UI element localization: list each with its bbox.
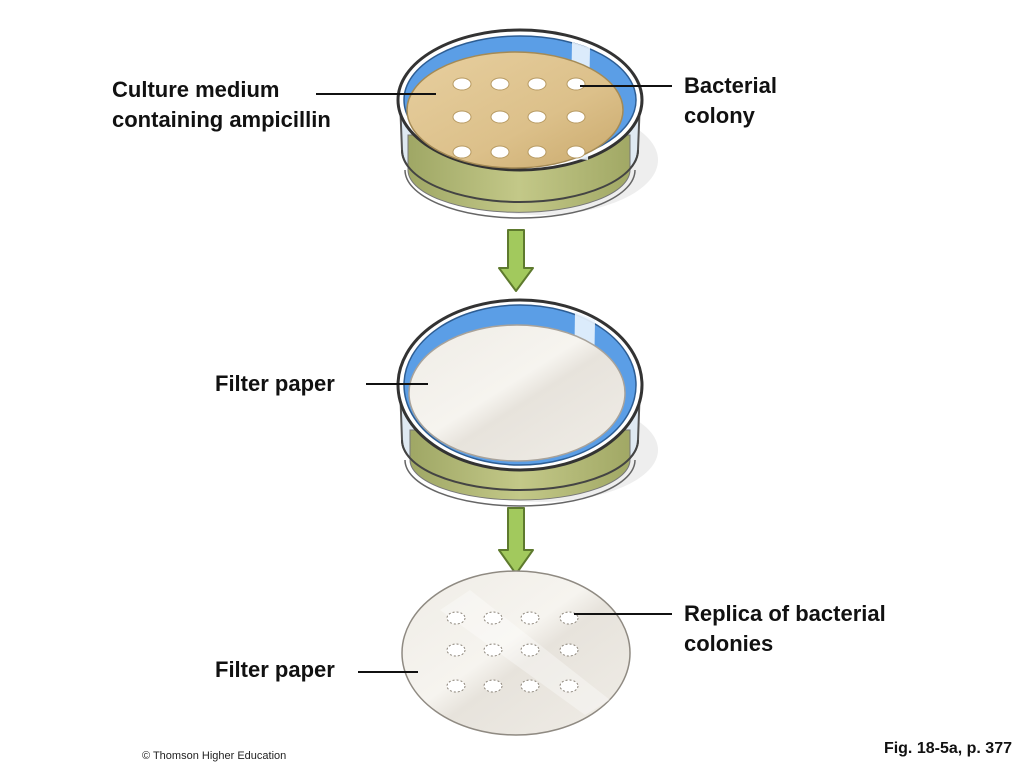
down-arrow-icon — [498, 507, 534, 575]
label-culture-medium: Culture medium containing ampicillin — [112, 75, 331, 135]
petri-dish-culture — [396, 28, 658, 219]
filter-paper-disc — [408, 324, 626, 462]
petri-dish-filter — [396, 298, 658, 507]
down-arrow-icon — [498, 229, 534, 292]
label-filter-paper-bottom: Filter paper — [215, 657, 335, 682]
label-bacterial-colony-line2: colony — [684, 103, 755, 128]
copyright-credit: © Thomson Higher Education — [142, 750, 287, 762]
label-replica-line1: Replica of bacterial — [684, 601, 886, 626]
agar-medium — [406, 51, 624, 169]
replica-colonies — [446, 611, 579, 693]
label-bacterial-colony: Bacterial colony — [684, 71, 777, 131]
label-culture-medium-line2: containing ampicillin — [112, 107, 331, 132]
label-replica: Replica of bacterial colonies — [684, 599, 886, 659]
label-culture-medium-line1: Culture medium — [112, 77, 280, 102]
label-replica-line2: colonies — [684, 631, 774, 656]
figure-reference: Fig. 18-5a, p. 377 — [883, 740, 1012, 757]
label-filter-paper-top: Filter paper — [215, 371, 335, 396]
filter-paper-replica — [401, 570, 631, 736]
label-bacterial-colony-line1: Bacterial — [684, 73, 777, 98]
